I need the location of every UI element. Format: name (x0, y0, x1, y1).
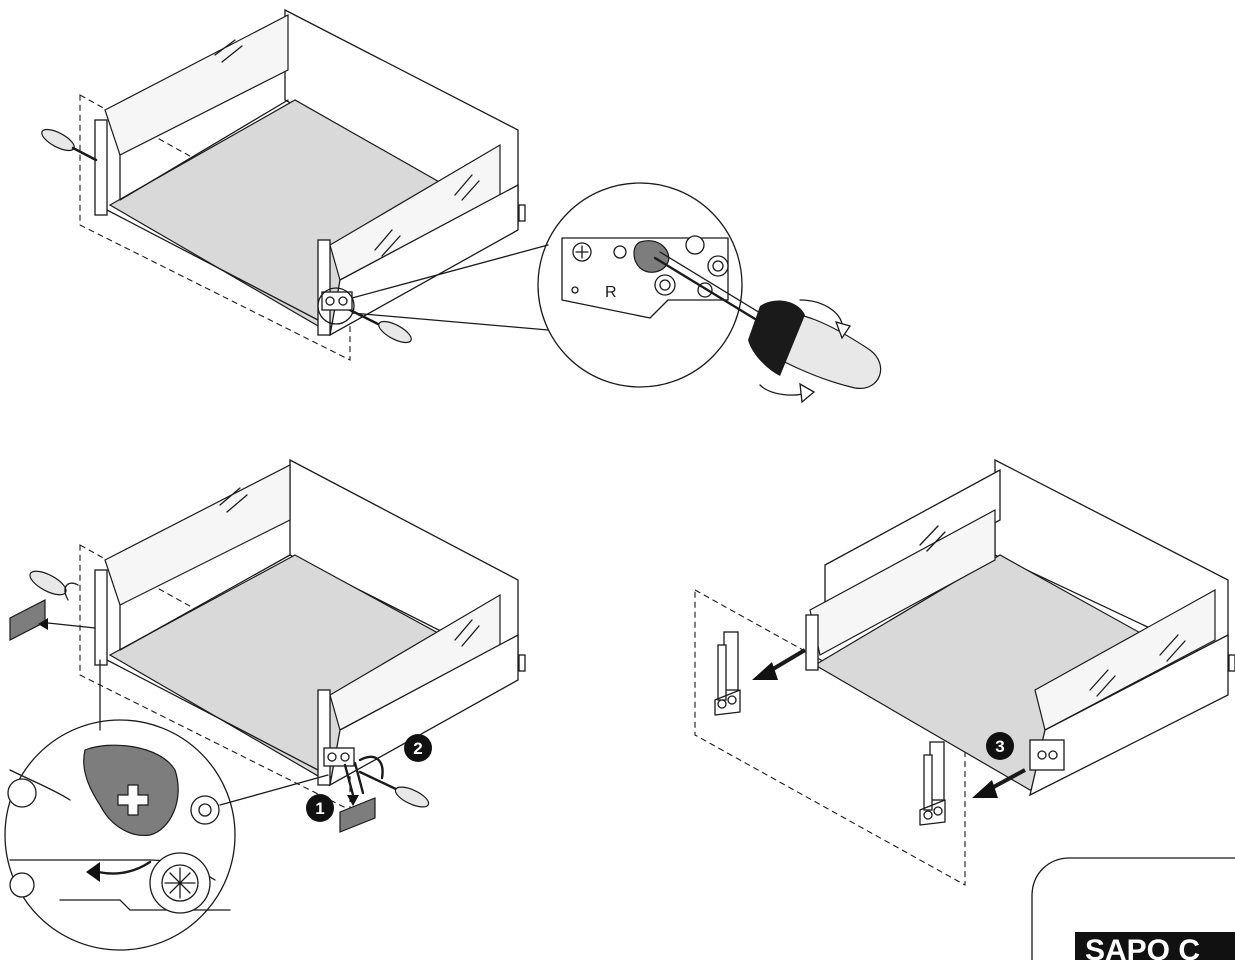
front-left-bracket (94, 119, 108, 216)
svg-text:3: 3 (995, 737, 1004, 756)
brand-logo-text: SAPO C (1085, 934, 1200, 960)
svg-text:1: 1 (315, 799, 324, 818)
pull-arrow-icon (972, 768, 1026, 798)
rotation-arrow-icon (759, 299, 852, 404)
brand-box: SAPO C (1031, 857, 1235, 965)
front-right-bracket (317, 689, 331, 786)
drawer-removal-step: 1 2 (9, 458, 526, 833)
detail-callout (317, 287, 355, 325)
step-badge-3: 3 (986, 732, 1014, 760)
front-bracket-right-detached (919, 741, 946, 826)
removed-cover-right (339, 761, 376, 833)
front-bracket-left-detached (714, 631, 741, 716)
screwdriver-icon (338, 303, 412, 344)
rotation-arrow-icon (64, 582, 79, 601)
pull-arrow-icon (752, 648, 807, 680)
cam-screw-icon (149, 852, 211, 914)
svg-text:2: 2 (413, 739, 422, 758)
screwdriver-icon (41, 128, 98, 162)
rotation-arrow-icon (358, 755, 384, 780)
front-left-bracket (94, 569, 108, 666)
front-right-bracket (317, 239, 331, 336)
screwdriver-icon (653, 251, 882, 389)
left-side-lower (119, 99, 289, 201)
right-side-glass (1034, 588, 1216, 731)
cam-lever (633, 240, 670, 273)
cam-screw-icon (117, 784, 149, 816)
screwdriver-icon (358, 770, 430, 808)
left-side-glass (104, 464, 291, 606)
brand-bar (1075, 932, 1235, 960)
zoom-detail-screw: R (537, 182, 882, 404)
step-badge-1: 1 (306, 794, 334, 822)
drawer-top-view (41, 8, 549, 361)
side-marker-r: R (605, 284, 617, 301)
pull-arrow-icon (38, 618, 48, 630)
zoom-detail-cam (4, 719, 236, 951)
right-profile (329, 183, 519, 337)
step-badge-2: 2 (404, 734, 432, 762)
drawer-front-left-bracket (805, 614, 819, 671)
pull-arrow-icon (347, 795, 359, 806)
drawer-detached-step: 3 (694, 458, 1235, 886)
right-profile (329, 633, 519, 787)
glass-reflection (214, 39, 236, 56)
rotation-arrow-icon (86, 860, 152, 882)
removed-cover-left (9, 570, 96, 641)
cam-mechanism-small (321, 291, 353, 311)
right-profile (1029, 633, 1229, 797)
drawer-front-right-bracket (1029, 739, 1065, 771)
cam-mechanism-small (323, 747, 355, 767)
